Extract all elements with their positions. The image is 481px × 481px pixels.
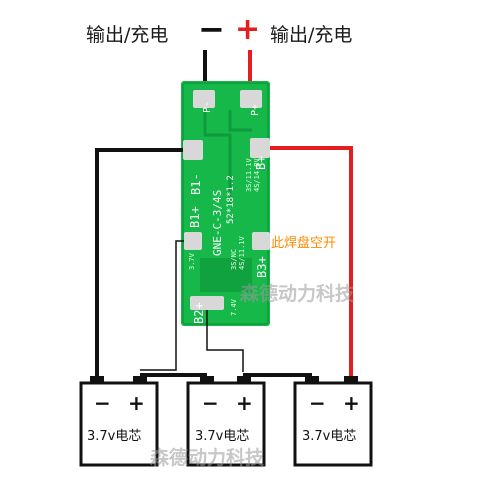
cell-1-minus: − [94, 391, 111, 415]
b1-plus-sense-wire [140, 240, 184, 371]
cell-3-label: 3.7v电芯 [302, 429, 356, 444]
b2-plus-sense-wire [206, 310, 244, 372]
silk-b3-plus: B3+ [255, 256, 269, 278]
silk-b1-plus: B1+ [188, 206, 202, 228]
cell-3-minus: − [309, 391, 326, 415]
silk-spec-mid-2: 4S/11.1V [238, 235, 246, 270]
output-charge-label-right: 输出/充电 [270, 24, 353, 46]
cell-1-plus: + [128, 391, 145, 415]
cell-2-minus: − [202, 391, 219, 415]
pad-p-plus [240, 90, 262, 108]
silk-model: GNE-C-3/4S [211, 190, 224, 256]
silk-p-plus: P+ [250, 104, 261, 116]
b-plus-wire [270, 146, 353, 378]
battery-cell-3: − + 3.7v电芯 [293, 376, 373, 467]
silk-b1-minus: B1- [189, 173, 203, 195]
cell-1-label: 3.7v电芯 [87, 429, 141, 444]
pad-b3-plus-open [252, 232, 270, 250]
pad-p-minus [193, 90, 215, 108]
silk-size: 52*18*1.2 [226, 175, 236, 224]
silk-b2-plus: B2+ [192, 302, 206, 324]
watermark-middle: 森德动力科技 [240, 282, 355, 305]
b-minus-wire [95, 148, 183, 378]
silk-b-plus: B+ [254, 156, 268, 170]
silk-cell-mark-2: 7.4V [230, 298, 238, 316]
silk-spec-right-1: 3S/11.1V [245, 157, 253, 192]
pad-b2-plus [190, 296, 224, 310]
cell-2-plus: + [236, 391, 253, 415]
output-charge-label-left: 输出/充电 [86, 24, 169, 46]
cell-3-plus: + [343, 391, 360, 415]
silk-spec-mid-1: 3S/NC [230, 249, 238, 270]
minus-sign-label: − [198, 10, 225, 48]
pad-b1-minus [183, 140, 203, 160]
pad-b1-plus [184, 232, 202, 250]
battery-cell-1: − + 3.7v电芯 [79, 376, 159, 467]
watermark-bottom: 森德动力科技 [150, 446, 265, 469]
cell-2-label: 3.7v电芯 [195, 429, 249, 444]
silk-cell-mark-1: 3.7V [188, 252, 196, 270]
silk-spec-right-2: 4S/14.8V [253, 157, 261, 192]
open-pad-note: 此焊盘空开 [271, 235, 336, 251]
bms-board: P- P+ B1- B+ B1+ B2+ B3+ GNE-C-3/4S 52*1… [181, 81, 270, 326]
battery-cell-2: − + 3.7v电芯 [186, 376, 266, 467]
silk-p-minus: P- [202, 101, 213, 113]
pad-b-plus [250, 138, 270, 158]
plus-sign-label: + [235, 12, 261, 47]
